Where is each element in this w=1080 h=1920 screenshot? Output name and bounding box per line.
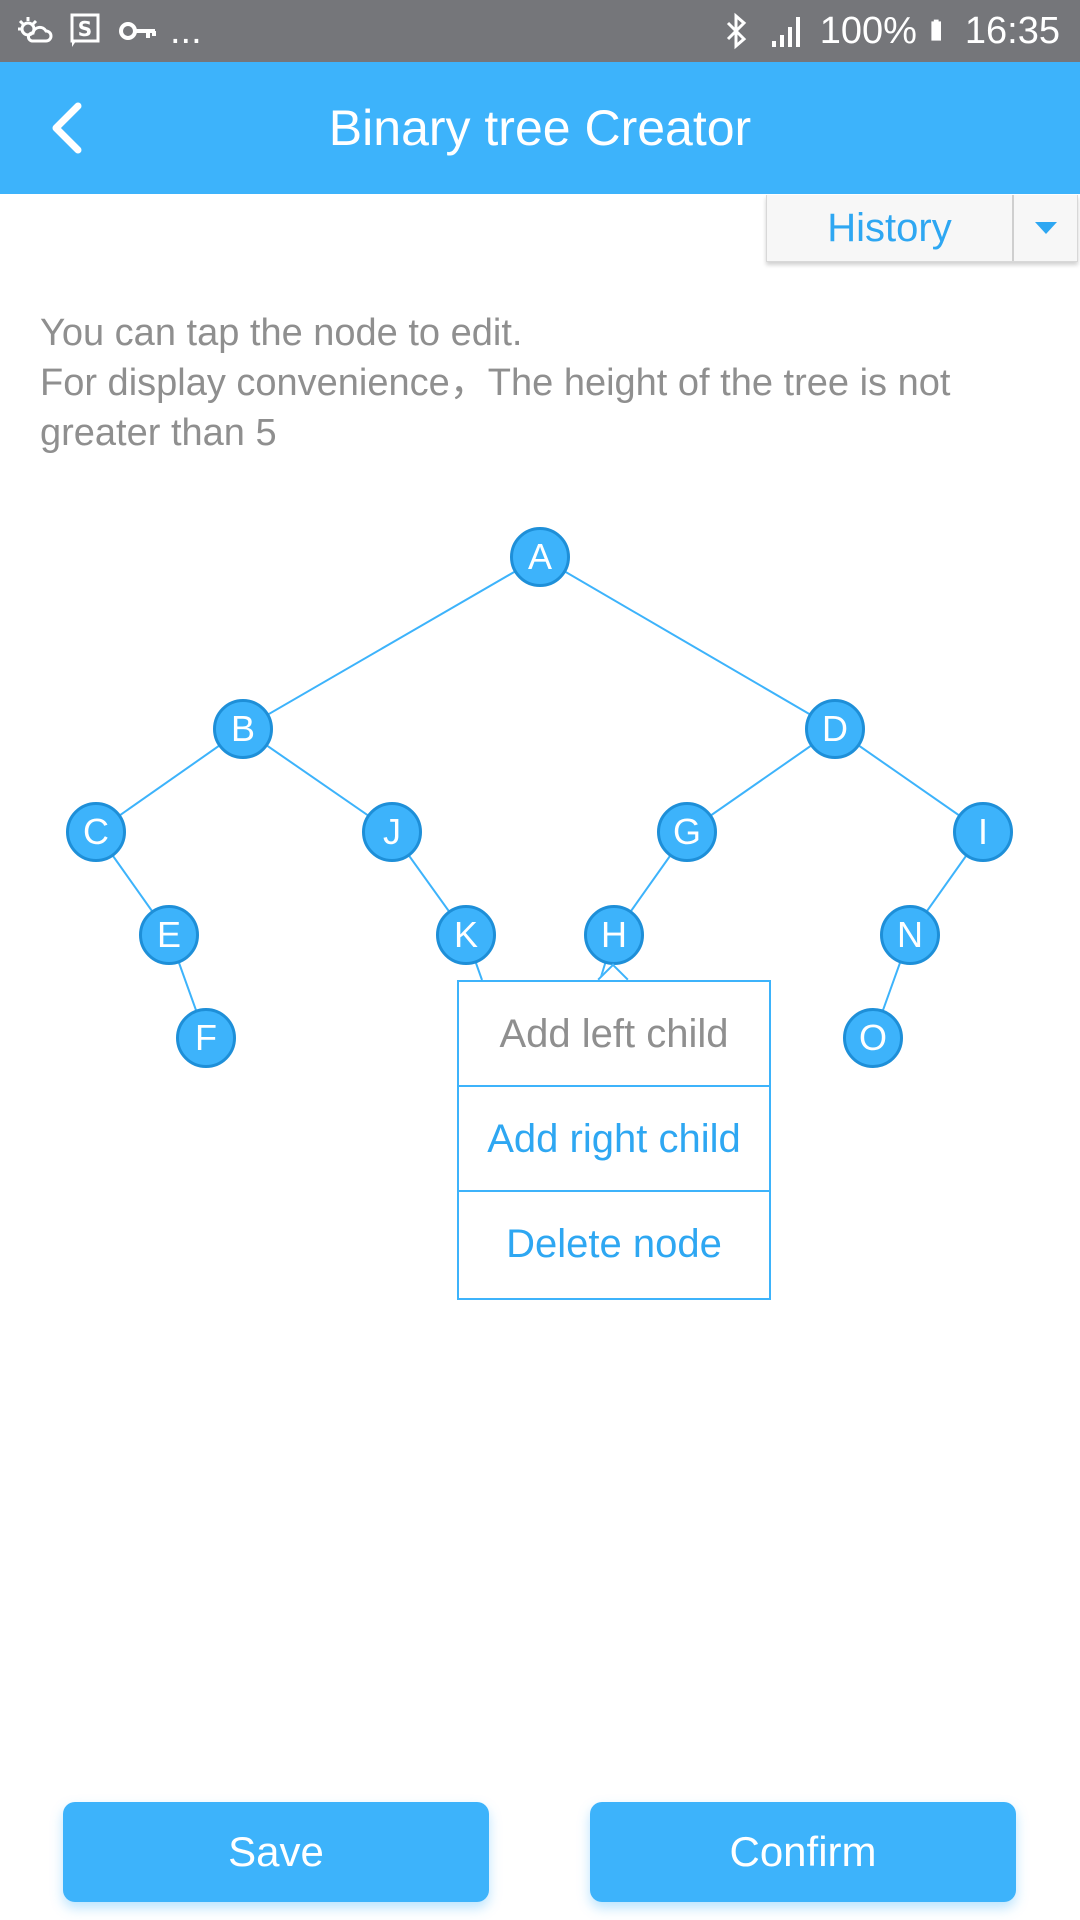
edge-A-D (539, 556, 836, 730)
clock: 16:35 (964, 10, 1060, 52)
hint-line-2: For display convenience，The height of th… (40, 362, 951, 454)
status-left-icons: S ... (14, 0, 202, 62)
weather-icon (18, 17, 53, 43)
tree-node-G[interactable]: G (657, 802, 717, 862)
confirm-button[interactable]: Confirm (590, 1802, 1016, 1902)
key-icon (119, 22, 156, 40)
tree-node-A[interactable]: A (510, 527, 570, 587)
delete-node-item[interactable]: Delete node (506, 1222, 722, 1266)
tree-canvas: A B D C J G I E K H N F O (0, 500, 1080, 1120)
instructions: You can tap the node to edit. For displa… (40, 308, 1050, 458)
history-button[interactable]: History (827, 206, 952, 250)
tree-node-C[interactable]: C (66, 802, 126, 862)
tree-node-J[interactable]: J (362, 802, 422, 862)
tree-node-I[interactable]: I (953, 802, 1013, 862)
tree-node-O[interactable]: O (843, 1008, 903, 1068)
tree-node-K[interactable]: K (436, 905, 496, 965)
history-dropdown-toggle[interactable] (1014, 195, 1077, 261)
s-app-icon: S (70, 13, 100, 47)
history-divider (1012, 195, 1014, 261)
tree-node-E[interactable]: E (139, 905, 199, 965)
status-overflow: ... (170, 10, 202, 52)
tree-node-F[interactable]: F (176, 1008, 236, 1068)
chevron-left-icon (52, 102, 82, 154)
tree-node-H[interactable]: H (584, 905, 644, 965)
back-button[interactable] (30, 90, 106, 166)
edge-A-B (242, 556, 541, 730)
add-right-child-item[interactable]: Add right child (459, 1087, 769, 1192)
tree-node-N[interactable]: N (880, 905, 940, 965)
bluetooth-icon (726, 12, 746, 50)
battery-icon (931, 19, 941, 41)
hint-line-1: You can tap the node to edit. (40, 312, 523, 354)
node-menu: Add left child Add right child Delete no… (457, 980, 771, 1300)
svg-text:S: S (78, 17, 92, 41)
add-left-child-item[interactable]: Add left child (459, 982, 769, 1087)
tree-node-B[interactable]: B (213, 699, 273, 759)
caret-down-icon (1034, 222, 1057, 234)
signal-icon (771, 17, 800, 47)
battery-percent: 100% (819, 10, 917, 52)
status-bar: S ... 100% 16:35 (0, 0, 1080, 62)
save-button[interactable]: Save (63, 1802, 489, 1902)
page-title: Binary tree Creator (328, 100, 752, 156)
status-right-icons: 100% 16:35 (716, 0, 1060, 62)
tree-node-D[interactable]: D (805, 699, 865, 759)
history-dropdown[interactable]: History (766, 195, 1078, 262)
app-bar: Binary tree Creator (0, 62, 1080, 194)
